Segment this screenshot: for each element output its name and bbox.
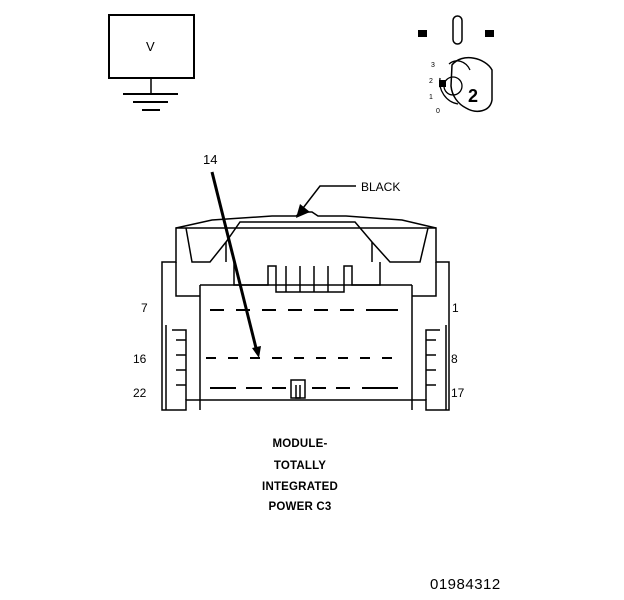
connector-caption-line-1: MODULE-	[272, 438, 328, 450]
connector-caption-line-4: POWER C3	[268, 501, 332, 513]
selector-position-3: 3	[431, 62, 435, 69]
pin-label-7: 7	[141, 301, 148, 315]
pin-label-1: 1	[452, 301, 459, 315]
pin-label-8: 8	[451, 352, 458, 366]
color-pointer-arrow	[296, 185, 356, 218]
pin-label-22: 22	[133, 386, 147, 400]
selector-position-1: 1	[429, 94, 433, 101]
pin-14-leader	[210, 171, 261, 358]
voltmeter-icon	[108, 14, 195, 111]
connector-body	[161, 211, 450, 411]
reference-number: 01984312	[430, 576, 501, 593]
selector-position-2: 2	[429, 78, 433, 85]
pin-cavities	[206, 309, 398, 389]
connector-color-label: BLACK	[361, 180, 401, 194]
ignition-switch-icon	[418, 15, 494, 113]
selector-position-0: 0	[436, 108, 440, 115]
selector-selected-value: 2	[468, 86, 479, 106]
connector-caption-line-3: INTEGRATED	[262, 481, 338, 493]
meter-label: V	[146, 39, 155, 54]
pointer-pin-label: 14	[203, 152, 218, 167]
pin-label-17: 17	[451, 386, 465, 400]
connector-caption-line-2: TOTALLY	[273, 460, 327, 472]
pin-label-16: 16	[133, 352, 147, 366]
